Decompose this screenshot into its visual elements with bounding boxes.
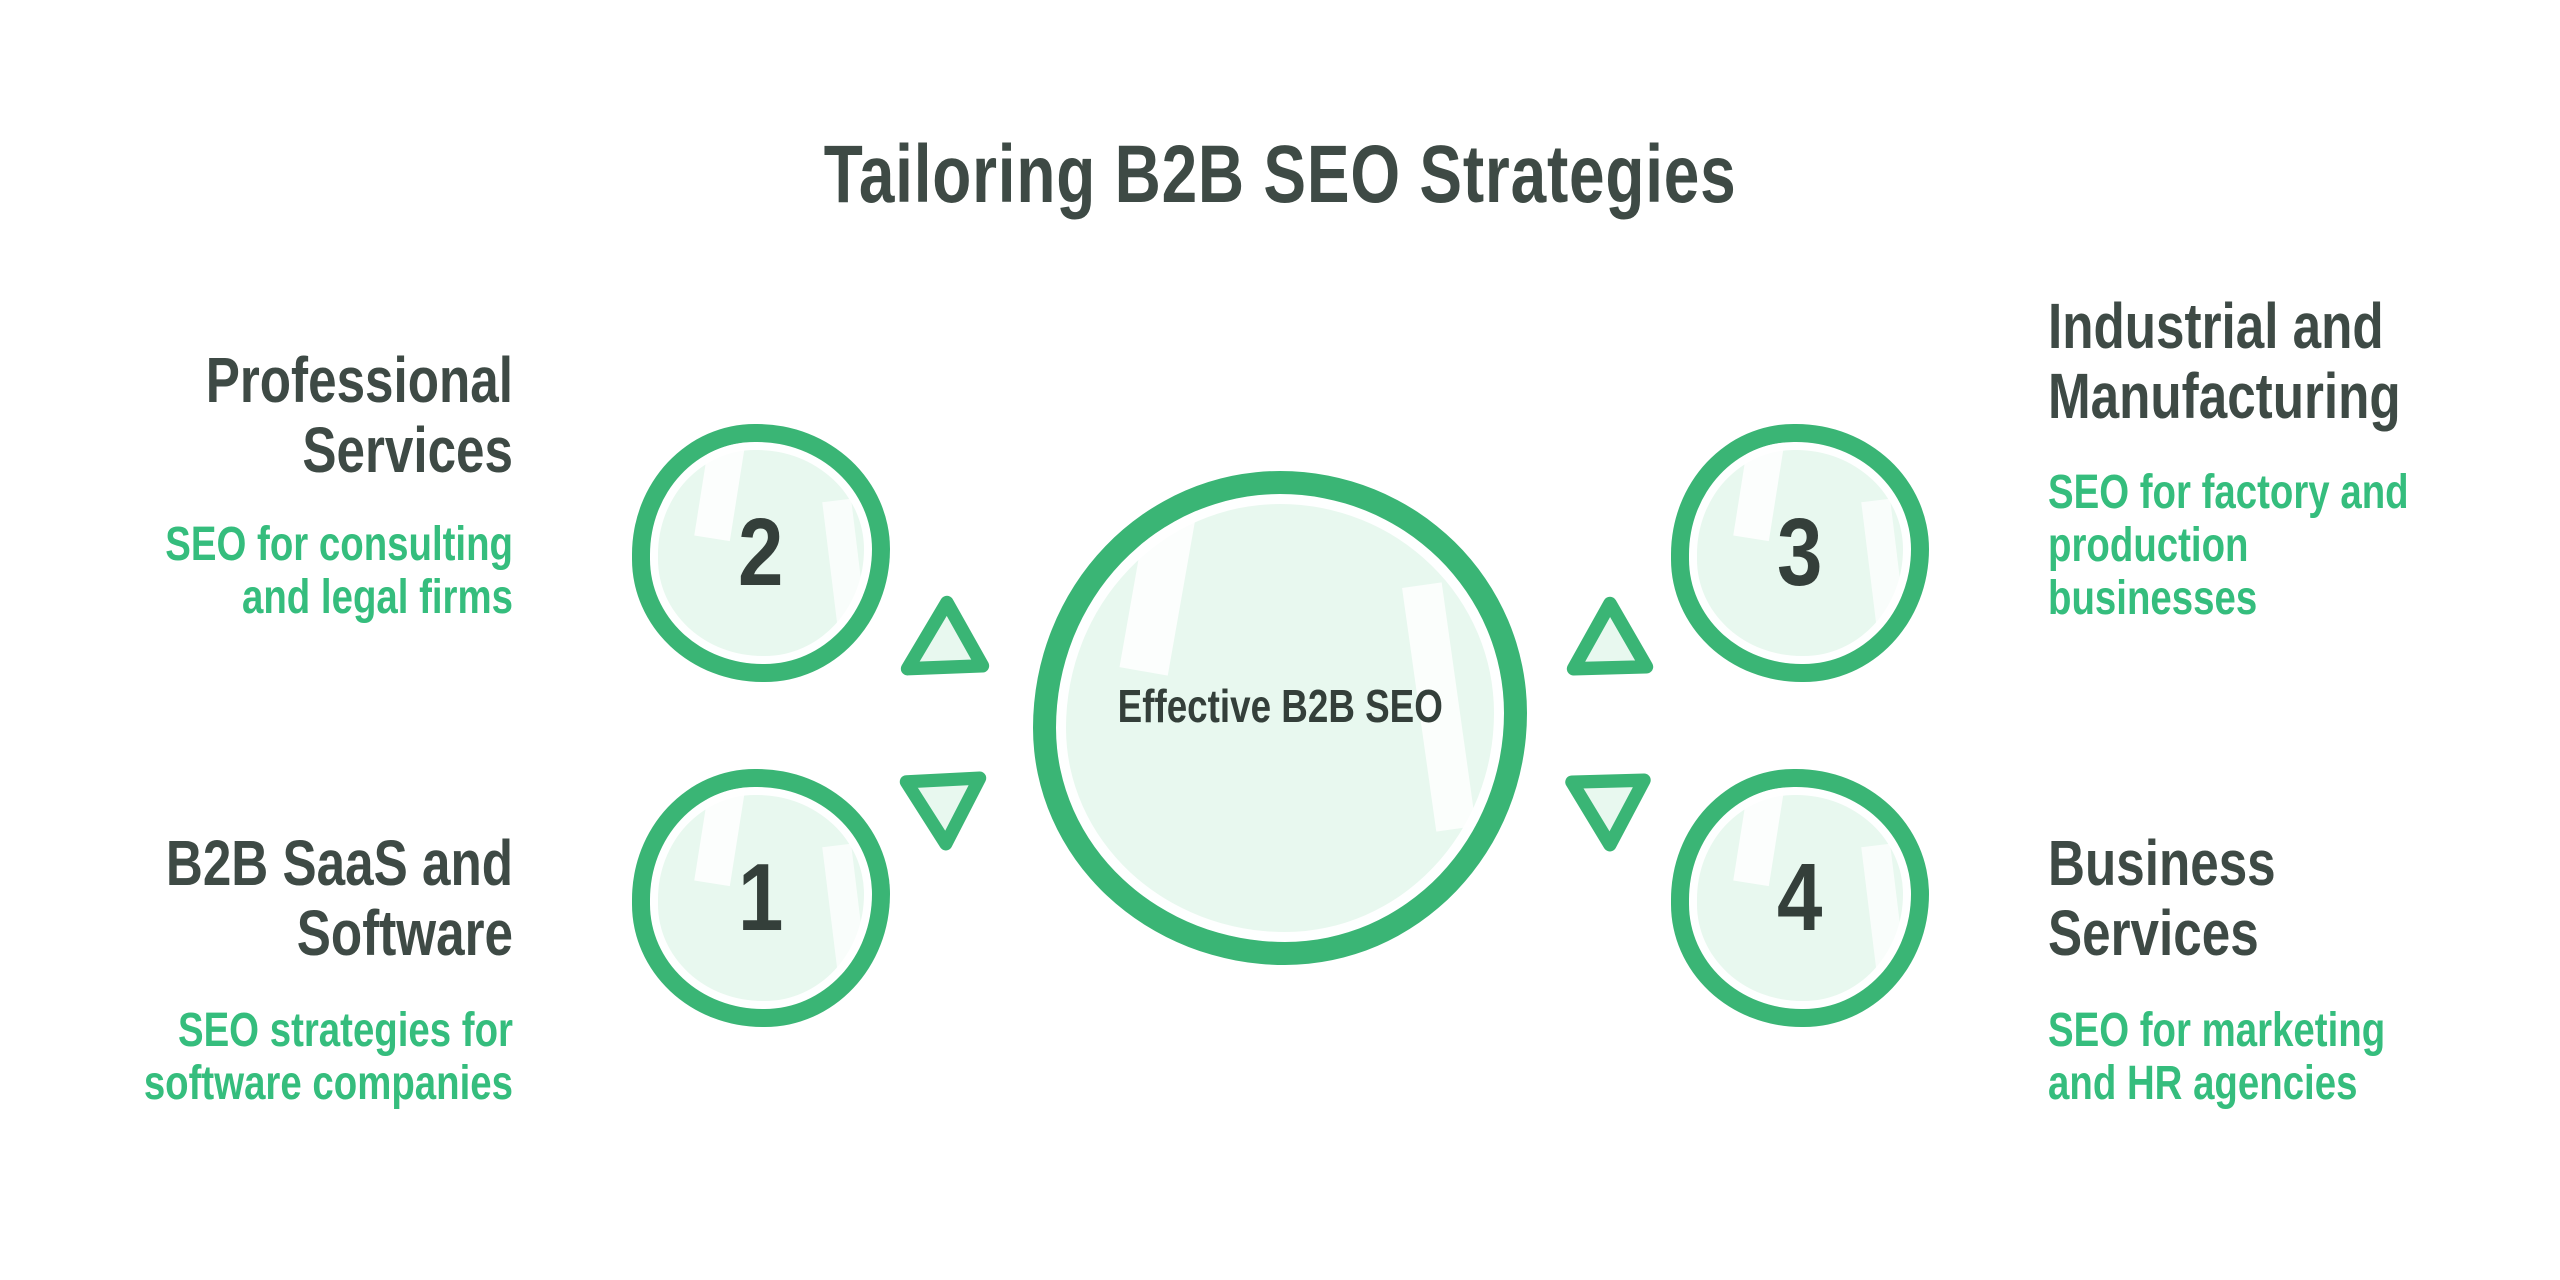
description-professional-services: SEO for consulting and legal firms	[165, 518, 513, 624]
heading-professional-services: Professional Services	[205, 344, 513, 486]
description-business-services: SEO for marketing and HR agencies	[2048, 1004, 2386, 1110]
center-circle: Effective B2B SEO	[1033, 471, 1527, 965]
page-title: Tailoring B2B SEO Strategies	[0, 128, 2560, 222]
node-circle-2: 2	[632, 424, 890, 682]
triangle-up-icon	[1566, 596, 1654, 676]
node-number-1: 1	[738, 844, 784, 951]
triangle-down-icon	[899, 771, 987, 851]
center-circle-label: Effective B2B SEO	[1117, 680, 1443, 732]
node-circle-3: 3	[1671, 424, 1929, 682]
node-circle-1: 1	[632, 769, 890, 1027]
triangle-up-icon	[900, 595, 990, 676]
description-industrial-manufacturing: SEO for factory and production businesse…	[2048, 466, 2409, 625]
node-number-4: 4	[1777, 844, 1823, 951]
node-number-2: 2	[738, 499, 784, 606]
triangle-down-icon	[1565, 773, 1651, 852]
heading-industrial-manufacturing: Industrial and Manufacturing	[2048, 290, 2401, 432]
node-number-3: 3	[1777, 499, 1823, 606]
page-title-text: Tailoring B2B SEO Strategies	[823, 129, 1737, 220]
description-b2b-saas-software: SEO strategies for software companies	[143, 1004, 513, 1110]
heading-business-services: Business Services	[2048, 827, 2276, 969]
node-circle-4: 4	[1671, 769, 1929, 1027]
heading-b2b-saas-software: B2B SaaS and Software	[165, 827, 513, 969]
